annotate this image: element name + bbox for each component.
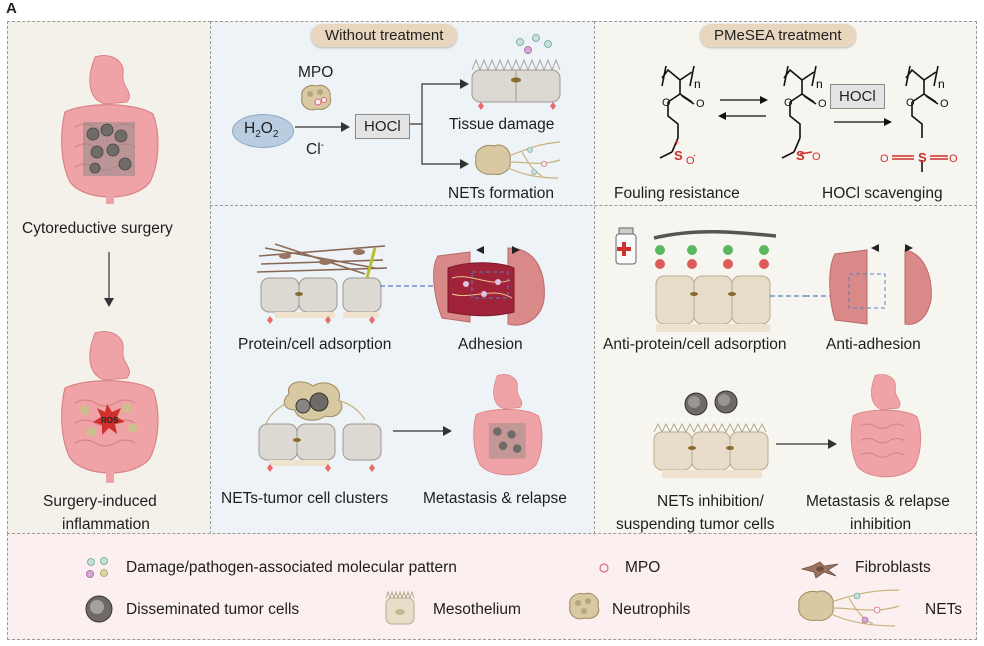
fibroblast-icon — [800, 561, 839, 579]
oxygen-label-8: O — [906, 97, 915, 109]
cl-base: Cl — [306, 141, 321, 159]
sulfur-label-2: S — [796, 148, 805, 163]
clusters-arrow — [393, 426, 452, 436]
without-treatment-header: Without treatment — [311, 24, 458, 47]
sulfur-label-1: S — [674, 148, 683, 163]
legend-damp: Damage/pathogen-associated molecular pat… — [126, 559, 457, 576]
nets-formation-icon — [475, 141, 561, 179]
anti-adsorption-illustration — [615, 227, 806, 332]
anti-adsorption-label: Anti-protein/cell adsorption — [603, 336, 787, 353]
repeat-n-2: n — [816, 77, 823, 91]
hocl-box: HOCl — [355, 114, 410, 139]
inhibition-label-line1: NETs inhibition/ — [657, 493, 764, 510]
oxygen-label-7: O — [940, 98, 949, 110]
oxygen-label-9: O — [880, 153, 889, 165]
repeat-n-3: n — [938, 77, 945, 91]
clusters-label: NETs-tumor cell clusters — [221, 490, 389, 507]
neutrophil-legend-icon — [569, 592, 600, 620]
legend-fibroblasts: Fibroblasts — [855, 559, 931, 576]
h2o2-sub1: 2 — [255, 129, 261, 141]
sulfur-label-3: S — [918, 150, 927, 165]
oxygen-label-4: O — [818, 98, 827, 110]
intestine-illustration-top — [61, 55, 159, 204]
suspended-cells-illustration — [653, 390, 769, 478]
tumor-cell-icon — [85, 595, 113, 623]
legend-nets: NETs — [925, 601, 963, 618]
damp-icon — [86, 557, 108, 578]
oxygen-label-10: O — [949, 153, 958, 165]
panel-label: A — [6, 0, 17, 17]
adhesion-illustration — [380, 246, 545, 326]
oxygen-label-6: O — [812, 151, 821, 163]
mesothelium-damaged-icon — [471, 34, 561, 110]
inhibition-label-line2: suspending tumor cells — [616, 516, 775, 533]
cl-sup: - — [320, 140, 324, 151]
oxygen-label-2: O — [662, 97, 671, 109]
h2o2-h: H — [244, 120, 256, 137]
mesothelium-icon — [385, 590, 415, 625]
clusters-illustration — [258, 381, 382, 472]
pmesea-chemistry: n O O S + O - n O O S O n O O S O O — [659, 65, 958, 172]
plus-charge: + — [674, 138, 679, 148]
minus-charge: - — [693, 150, 696, 160]
inhibition-arrow — [776, 439, 837, 449]
fouling-label: Fouling resistance — [614, 185, 740, 202]
nets-legend-icon — [798, 589, 900, 627]
legend-mpo: MPO — [625, 559, 661, 576]
anti-adhesion-illustration — [805, 244, 932, 325]
inflammation-label-line2: inflammation — [62, 516, 150, 533]
oxygen-label-1: O — [696, 98, 705, 110]
treatment-hocl-box: HOCl — [830, 84, 885, 109]
tissue-damage-label: Tissue damage — [449, 116, 555, 133]
anti-adhesion-label: Anti-adhesion — [826, 336, 921, 353]
h2o2-ellipse — [232, 114, 294, 148]
surgery-label: Cytoreductive surgery — [22, 220, 173, 237]
repeat-n-1: n — [694, 77, 701, 91]
metastasis-label: Metastasis & relapse — [423, 490, 567, 507]
adhesion-label: Adhesion — [458, 336, 523, 353]
h2o2-label: H2O2 — [244, 120, 278, 140]
metastasis-intestine-icon — [473, 374, 543, 476]
legend-neutrophils: Neutrophils — [612, 601, 691, 618]
legend-panel — [7, 533, 977, 640]
oxygen-label-5: O — [784, 97, 793, 109]
legend-mesothelium: Mesothelium — [433, 601, 521, 618]
legend-tumor-cells: Disseminated tumor cells — [126, 601, 300, 618]
oxygen-label-3: O — [686, 155, 695, 167]
down-arrow — [104, 252, 114, 307]
intestine-illustration-bottom — [61, 331, 159, 483]
healthy-intestine-icon — [850, 374, 922, 478]
protein-adsorption-label: Protein/cell adsorption — [238, 336, 392, 353]
metastasis-inhibition-line1: Metastasis & relapse — [806, 493, 950, 510]
mpo-label: MPO — [298, 64, 334, 81]
treatment-header: PMeSEA treatment — [700, 24, 856, 47]
adsorption-illustration — [256, 243, 388, 324]
reaction-arrow — [295, 122, 350, 132]
h2o2-o: O — [260, 120, 273, 137]
neutrophil-icon — [301, 84, 332, 111]
inflammation-label-line1: Surgery-induced — [43, 493, 157, 510]
row-divider — [210, 205, 977, 206]
metastasis-inhibition-line2: inhibition — [850, 516, 912, 533]
chloride-label: Cl- — [306, 140, 324, 159]
nets-formation-label: NETs formation — [448, 185, 554, 202]
scavenging-label: HOCl scavenging — [822, 185, 943, 202]
ros-label: ROS — [101, 416, 119, 425]
branch-arrows — [410, 79, 469, 169]
h2o2-sub2: 2 — [272, 129, 279, 141]
mpo-icon — [599, 563, 609, 573]
